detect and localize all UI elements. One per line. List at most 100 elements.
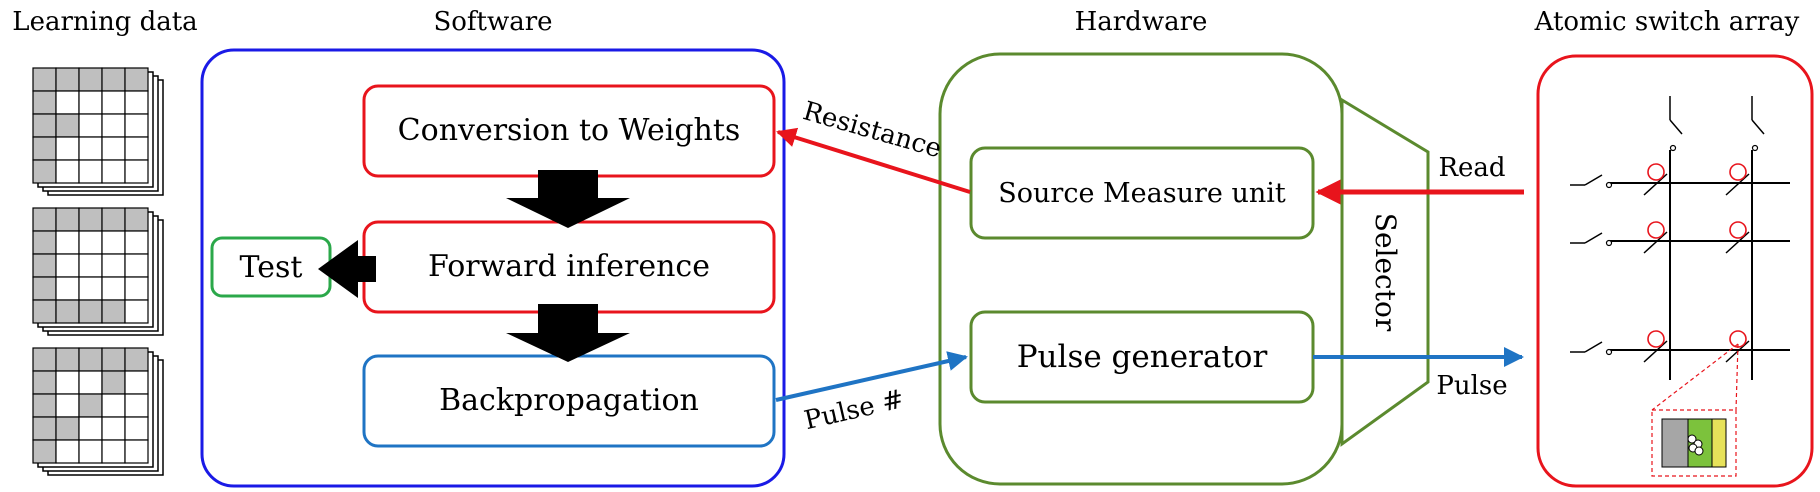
grid-cell — [32, 136, 57, 161]
grid-cell — [101, 90, 126, 115]
grid-cell — [124, 159, 149, 184]
grid-cell — [101, 416, 126, 441]
grid-cell — [32, 416, 57, 441]
filament-atom — [1687, 434, 1697, 444]
atomic-switch-cell — [1647, 330, 1665, 348]
grid-cell — [101, 67, 126, 92]
atomic-switch-cell — [1647, 163, 1665, 181]
grid-cell — [101, 299, 126, 324]
grid-cell — [124, 416, 149, 441]
atomic-switch-cell — [1647, 221, 1665, 239]
selector-shape — [1340, 97, 1430, 447]
grid-cell — [124, 136, 149, 161]
grid-cell — [55, 276, 80, 301]
zoom-guide-right — [1735, 343, 1739, 411]
grid-cell — [101, 347, 126, 372]
grid-cell — [78, 113, 103, 138]
row-switch-contact — [1605, 181, 1613, 189]
grid-cell — [78, 370, 103, 395]
grid-cell — [78, 299, 103, 324]
grid-cell — [55, 393, 80, 418]
grid-cell — [55, 136, 80, 161]
grid-cell — [124, 67, 149, 92]
grid-cell — [32, 393, 57, 418]
header-learning-data: Learning data — [12, 7, 197, 37]
source-measure-unit-label: Source Measure unit — [998, 178, 1286, 209]
grid-cell — [124, 347, 149, 372]
pulse-number-arrow — [775, 351, 968, 402]
forward-inference-label: Forward inference — [428, 249, 710, 284]
grid-cell — [101, 159, 126, 184]
grid-cell — [55, 207, 80, 232]
grid-cell — [78, 253, 103, 278]
grid-cell — [101, 230, 126, 255]
grid-cell — [101, 136, 126, 161]
atomic-switch-array-panel — [1536, 54, 1814, 488]
grid-cell — [55, 299, 80, 324]
conversion-label: Conversion to Weights — [398, 113, 741, 148]
data-stack-3 — [32, 347, 164, 476]
junction-lead — [1643, 173, 1668, 196]
grid-cell — [124, 90, 149, 115]
software-panel — [200, 48, 786, 488]
grid-cell — [55, 347, 80, 372]
device-layer-top-electrode — [1711, 418, 1727, 468]
filament-atom — [1694, 446, 1704, 456]
grid-cell — [55, 370, 80, 395]
grid-cell — [101, 207, 126, 232]
grid-cell — [78, 136, 103, 161]
read-label: Read — [1438, 153, 1505, 183]
grid-cell — [78, 67, 103, 92]
device-layer-electrode — [1661, 418, 1689, 468]
grid-cell — [55, 439, 80, 464]
row-switch-blade — [1584, 232, 1603, 244]
grid-cell — [55, 113, 80, 138]
column-switch-contact — [1751, 144, 1759, 152]
row-switch-blade — [1584, 341, 1603, 353]
grid-cell — [101, 113, 126, 138]
grid-cell — [32, 67, 57, 92]
column-switch-blade — [1751, 119, 1765, 135]
grid-cell — [124, 393, 149, 418]
grid-cell — [78, 439, 103, 464]
grid-cell — [101, 253, 126, 278]
column-switch-blade — [1669, 119, 1683, 135]
data-stack-2 — [32, 207, 164, 336]
zoom-callout — [1651, 409, 1737, 477]
grid-cell — [101, 276, 126, 301]
junction-lead — [1725, 231, 1750, 254]
grid-cell — [32, 276, 57, 301]
pulse-label: Pulse — [1436, 371, 1507, 401]
grid-cell — [124, 299, 149, 324]
grid-cell — [78, 159, 103, 184]
backpropagation-label: Backpropagation — [439, 383, 699, 418]
source-measure-unit-box — [969, 146, 1315, 240]
grid-cell — [32, 439, 57, 464]
grid-cell — [55, 90, 80, 115]
junction-lead — [1643, 340, 1668, 363]
grid-cell — [124, 113, 149, 138]
junction-lead — [1725, 173, 1750, 196]
grid-cell — [32, 230, 57, 255]
down-arrow-2 — [506, 304, 630, 362]
header-hardware: Hardware — [1075, 7, 1208, 37]
grid-cell — [124, 207, 149, 232]
grid-cell — [55, 416, 80, 441]
header-software: Software — [433, 7, 552, 37]
grid-cell — [78, 393, 103, 418]
down-arrow-1 — [506, 170, 630, 228]
header-atomic-switch-array: Atomic switch array — [1534, 7, 1800, 37]
grid-cell — [32, 207, 57, 232]
grid-cell — [32, 90, 57, 115]
grid-cell — [101, 393, 126, 418]
selector-label: Selector — [1369, 213, 1402, 332]
test-label: Test — [240, 250, 303, 285]
resistance-label: Resistance — [800, 96, 945, 164]
grid-cell — [32, 299, 57, 324]
grid-cell — [78, 230, 103, 255]
grid-cell — [32, 347, 57, 372]
grid-cell — [55, 159, 80, 184]
grid-cell — [124, 230, 149, 255]
grid-cell — [124, 370, 149, 395]
